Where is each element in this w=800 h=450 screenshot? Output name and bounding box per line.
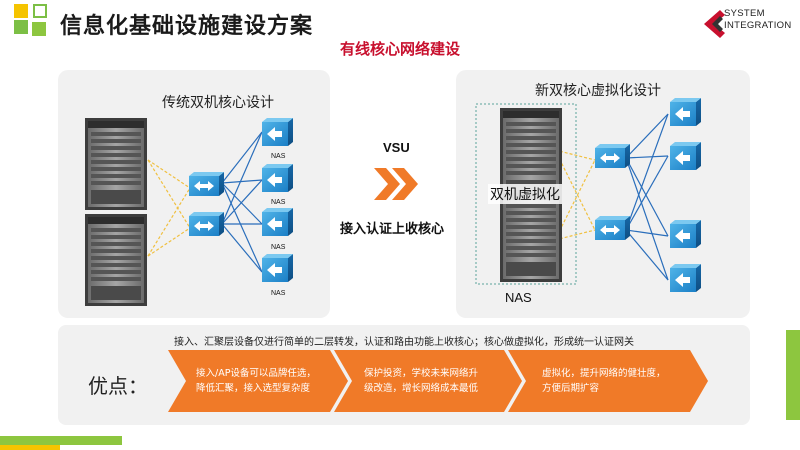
deco-square-gold bbox=[14, 4, 28, 18]
right-panel-title: 新双核心虚拟化设计 bbox=[535, 83, 661, 99]
advantage-chevron-3 bbox=[508, 350, 708, 412]
virtualization-label: 双机虚拟化 bbox=[488, 184, 562, 204]
advantage-2-line2: 级改造，增长网络成本最低 bbox=[364, 383, 479, 394]
page-title: 信息化基础设施建设方案 bbox=[60, 14, 314, 39]
left-nas-label-3: NAS bbox=[271, 244, 286, 251]
left-access-links bbox=[221, 131, 263, 273]
advantage-chevron-2 bbox=[334, 350, 522, 412]
advantage-text-2: 保护投资，学校未来网络升 级改造，增长网络成本最低 bbox=[364, 366, 478, 396]
section-subtitle: 有线核心网络建设 bbox=[339, 40, 460, 58]
deco-square-green-2 bbox=[32, 22, 46, 36]
deco-bar-gold bbox=[0, 445, 60, 450]
advantage-chevron-1 bbox=[168, 350, 348, 412]
advantage-3-line1: 虚拟化，提升网络的健壮度， bbox=[542, 368, 666, 379]
advantage-text-1: 接入/AP设备可以品牌任选， 降低汇聚，接入选型复杂度 bbox=[196, 366, 316, 396]
advantage-3-line2: 方便后期扩容 bbox=[542, 383, 600, 394]
vsu-label: VSU bbox=[383, 140, 410, 155]
right-access-links bbox=[625, 113, 669, 281]
left-panel-title: 传统双机核心设计 bbox=[162, 95, 274, 111]
right-nas-label: NAS bbox=[505, 290, 532, 305]
logo-text-line2: INTEGRATION bbox=[724, 20, 792, 31]
vsu-arrow-icon bbox=[374, 168, 418, 200]
left-nas-label-4: NAS bbox=[271, 290, 286, 297]
summary-text: 接入、汇聚层设备仅进行简单的二层转发，认证和路由功能上收核心；核心做虚拟化，形成… bbox=[174, 337, 634, 348]
middle-caption: 接入认证上收核心 bbox=[340, 222, 445, 237]
left-core-links bbox=[147, 159, 191, 257]
deco-bar-right bbox=[786, 330, 800, 420]
deco-square-green-outline bbox=[33, 4, 47, 18]
advantage-2-line1: 保护投资，学校未来网络升 bbox=[364, 368, 479, 379]
advantage-1-line1: 接入/AP设备可以品牌任选， bbox=[196, 368, 316, 379]
virtual-group-border bbox=[475, 103, 577, 285]
logo-text-line1: SYSTEM bbox=[724, 8, 765, 19]
deco-bar-green bbox=[0, 436, 122, 445]
left-nas-label-1: NAS bbox=[271, 153, 286, 160]
deco-square-green bbox=[14, 20, 28, 34]
advantage-1-line2: 降低汇聚，接入选型复杂度 bbox=[196, 383, 311, 394]
advantages-label: 优点： bbox=[88, 374, 148, 398]
left-nas-label-2: NAS bbox=[271, 199, 286, 206]
logo-icon bbox=[704, 10, 725, 38]
advantage-text-3: 虚拟化，提升网络的健壮度， 方便后期扩容 bbox=[542, 366, 666, 396]
